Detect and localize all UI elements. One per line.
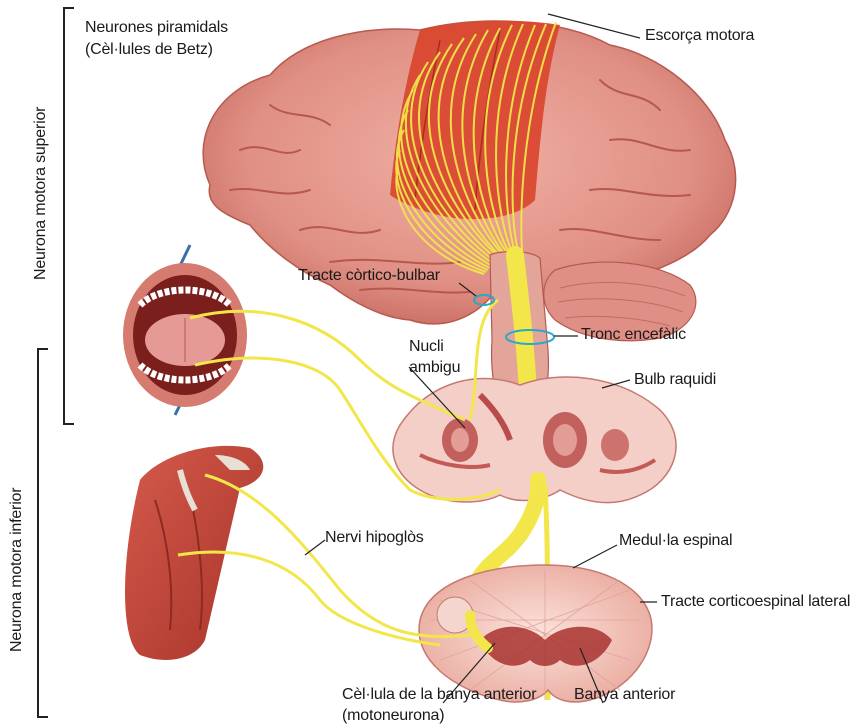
upper-neuron-bracket bbox=[64, 8, 74, 424]
label-neurona-motora-superior: Neurona motora superior bbox=[32, 107, 50, 280]
label-tracte-corticoespinal-lateral: Tracte corticoespinal lateral bbox=[661, 592, 850, 611]
label-neurones-piramidals-1: Neurones piramidals bbox=[85, 18, 228, 37]
mouth-illustration bbox=[123, 245, 247, 415]
label-neurona-motora-inferior: Neurona motora inferior bbox=[8, 488, 26, 652]
label-nucli-ambigu-2: ambigu bbox=[409, 358, 460, 377]
label-bulb-raquidi: Bulb raquidi bbox=[634, 370, 716, 389]
label-nucli-ambigu-1: Nucli bbox=[409, 337, 444, 356]
label-nervi-hipoglos: Nervi hipoglòs bbox=[325, 528, 424, 547]
label-banya-anterior: Banya anterior bbox=[574, 685, 675, 704]
label-neurones-piramidals-2: (Cèl·lules de Betz) bbox=[85, 40, 213, 59]
label-tracte-cortico-bulbar: Tracte còrtico-bulbar bbox=[298, 266, 440, 285]
label-cel-lula-banya-anterior-1: Cèl·lula de la banya anterior bbox=[342, 685, 536, 704]
lower-neuron-bracket bbox=[38, 349, 48, 717]
label-tronc-encefalic: Tronc encefàlic bbox=[581, 325, 686, 344]
label-cel-lula-banya-anterior-2: (motoneurona) bbox=[342, 706, 444, 725]
label-escorca-motora: Escorça motora bbox=[645, 26, 754, 45]
spinal-cord-section bbox=[419, 565, 652, 702]
label-medul-la-espinal: Medul·la espinal bbox=[619, 531, 732, 550]
